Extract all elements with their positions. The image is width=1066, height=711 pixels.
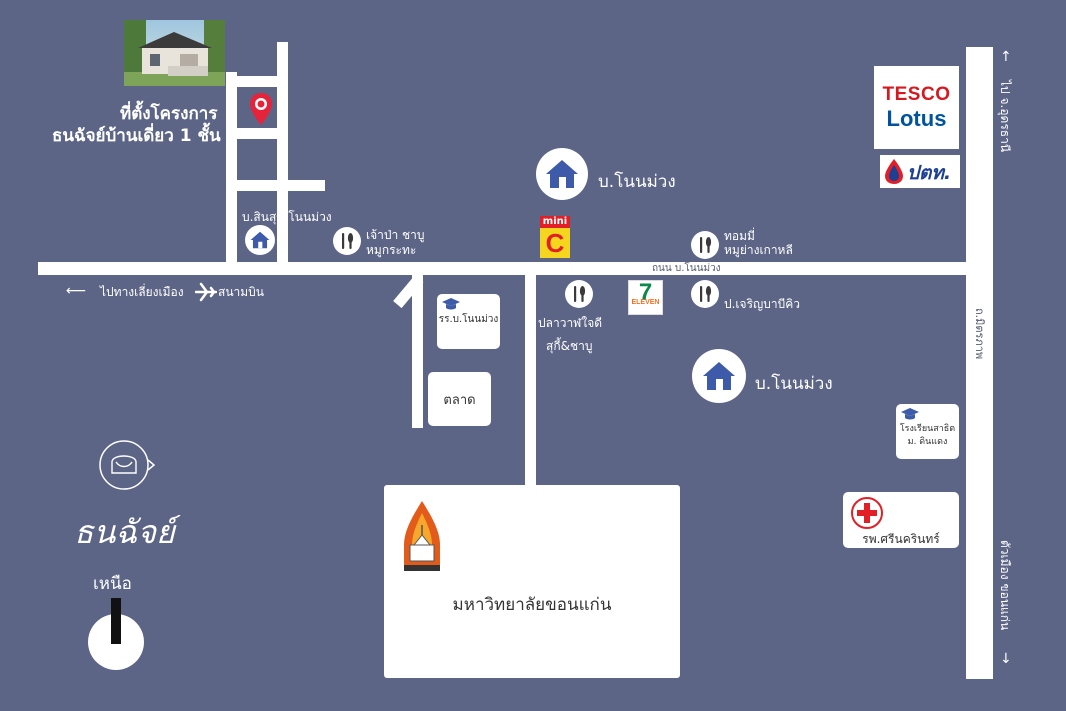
soi-left-vertical — [226, 72, 237, 268]
seven-mark: 7 — [638, 279, 653, 306]
hospital-box: รพ.ศรีนครินทร์ — [843, 492, 959, 548]
north-label: เหนือ — [93, 574, 132, 594]
main-road-label: ถนน บ.โนนม่วง — [652, 263, 721, 274]
map-pin-icon — [250, 93, 272, 125]
khonkaen-direction-label: ตัวเมือง ขอนแก่น — [998, 540, 1012, 631]
tesco-label: TESCO — [882, 84, 951, 105]
arrow-up-icon: ↑ — [1000, 49, 1012, 65]
main-road-horizontal — [38, 262, 966, 275]
school-cap-icon — [901, 408, 919, 420]
project-label-line1: ที่ตั้งโครงการ — [120, 104, 218, 124]
hospital-label: รพ.ศรีนครินทร์ — [862, 532, 940, 546]
tesco-lotus-logo: TESCO Lotus — [874, 66, 959, 149]
restaurant-jaopa-line2: หมูกระทะ — [366, 243, 417, 257]
market-label: ตลาด — [443, 392, 476, 408]
hospital-cross-icon — [851, 497, 883, 529]
house-icon — [245, 225, 275, 255]
market-box: ตลาด — [428, 372, 491, 426]
village-small-label: บ.สินสุข โนนม่วง — [242, 210, 332, 224]
restaurant-tommy-line2: หมูย่างเกาหลี — [724, 243, 793, 257]
big-c-mark: C — [540, 228, 570, 258]
project-label-line2: ธนฉัจย์บ้านเดี่ยว 1 ชั้น — [52, 126, 221, 146]
soi-horizontal-1 — [226, 76, 286, 87]
mini-big-c-logo: mini C — [540, 216, 570, 258]
airport-direction-label: ไปทางเลี่ยงเมือง — [100, 285, 184, 299]
airplane-icon — [195, 282, 217, 302]
restaurant-tommy-line1: ทอมมี่ — [724, 229, 755, 243]
village-top-label: บ.โนนม่วง — [598, 172, 676, 192]
mittraphap-label: ถ.มิตรภาพ — [973, 308, 986, 360]
satit-label-line1: โรงเรียนสาธิต — [899, 424, 956, 434]
udon-direction-label: ไป จ.อุดรธานี — [998, 80, 1012, 153]
school-nonmuang-box: รร.บ.โนนม่วง — [437, 294, 500, 349]
satit-label-line2: ม. ดินแดง — [907, 437, 948, 447]
seven-eleven-logo: 7 ELEVEN — [628, 279, 663, 315]
house-icon — [536, 148, 588, 200]
fork-knife-icon — [691, 280, 719, 308]
mittraphap-road — [966, 47, 993, 679]
fork-knife-icon — [333, 227, 361, 255]
restaurant-plawan-line1: ปลาวาฬใจดี — [538, 316, 603, 330]
ptt-logo: ปตท. — [880, 155, 960, 188]
kku-emblem-icon — [404, 501, 440, 571]
arrow-left-icon: ⟵ — [66, 283, 87, 299]
developer-logo-text: ธนฉัจย์ — [74, 513, 175, 551]
eleven-mark: ELEVEN — [631, 299, 660, 306]
arrow-down-icon: ↓ — [1000, 651, 1012, 667]
soi-right-vertical — [277, 42, 288, 268]
airport-label: สนามบิน — [218, 285, 264, 299]
mini-label: mini — [540, 216, 570, 228]
soi-horizontal-2 — [226, 128, 286, 139]
ptt-label: ปตท. — [907, 162, 952, 184]
school-nonmuang-label: รร.บ.โนนม่วง — [438, 314, 499, 325]
soi-horizontal-3 — [226, 180, 325, 191]
ptt-drop-icon — [885, 159, 903, 184]
khon-kaen-university-box: มหาวิทยาลัยขอนแก่น — [384, 485, 680, 678]
project-house-photo — [124, 20, 225, 86]
fork-knife-icon — [565, 280, 593, 308]
school-cap-icon — [442, 298, 460, 310]
fork-knife-icon — [691, 231, 719, 259]
market-road — [412, 270, 423, 428]
university-road — [525, 270, 536, 488]
restaurant-plawan-line2: สุกี้&ชาบู — [546, 339, 593, 353]
house-icon — [692, 349, 746, 403]
developer-logo-icon — [99, 440, 156, 490]
satit-school-box: โรงเรียนสาธิต ม. ดินแดง — [896, 404, 959, 459]
restaurant-jaroen-label: ป.เจริญบาบีคิว — [724, 297, 800, 311]
north-arrow-icon — [88, 598, 144, 670]
lotus-label: Lotus — [886, 106, 947, 131]
university-label: มหาวิทยาลัยขอนแก่น — [452, 595, 612, 615]
restaurant-jaopa-line1: เจ้าป่า ชาบู — [366, 228, 425, 242]
village-right-label: บ.โนนม่วง — [755, 374, 833, 394]
